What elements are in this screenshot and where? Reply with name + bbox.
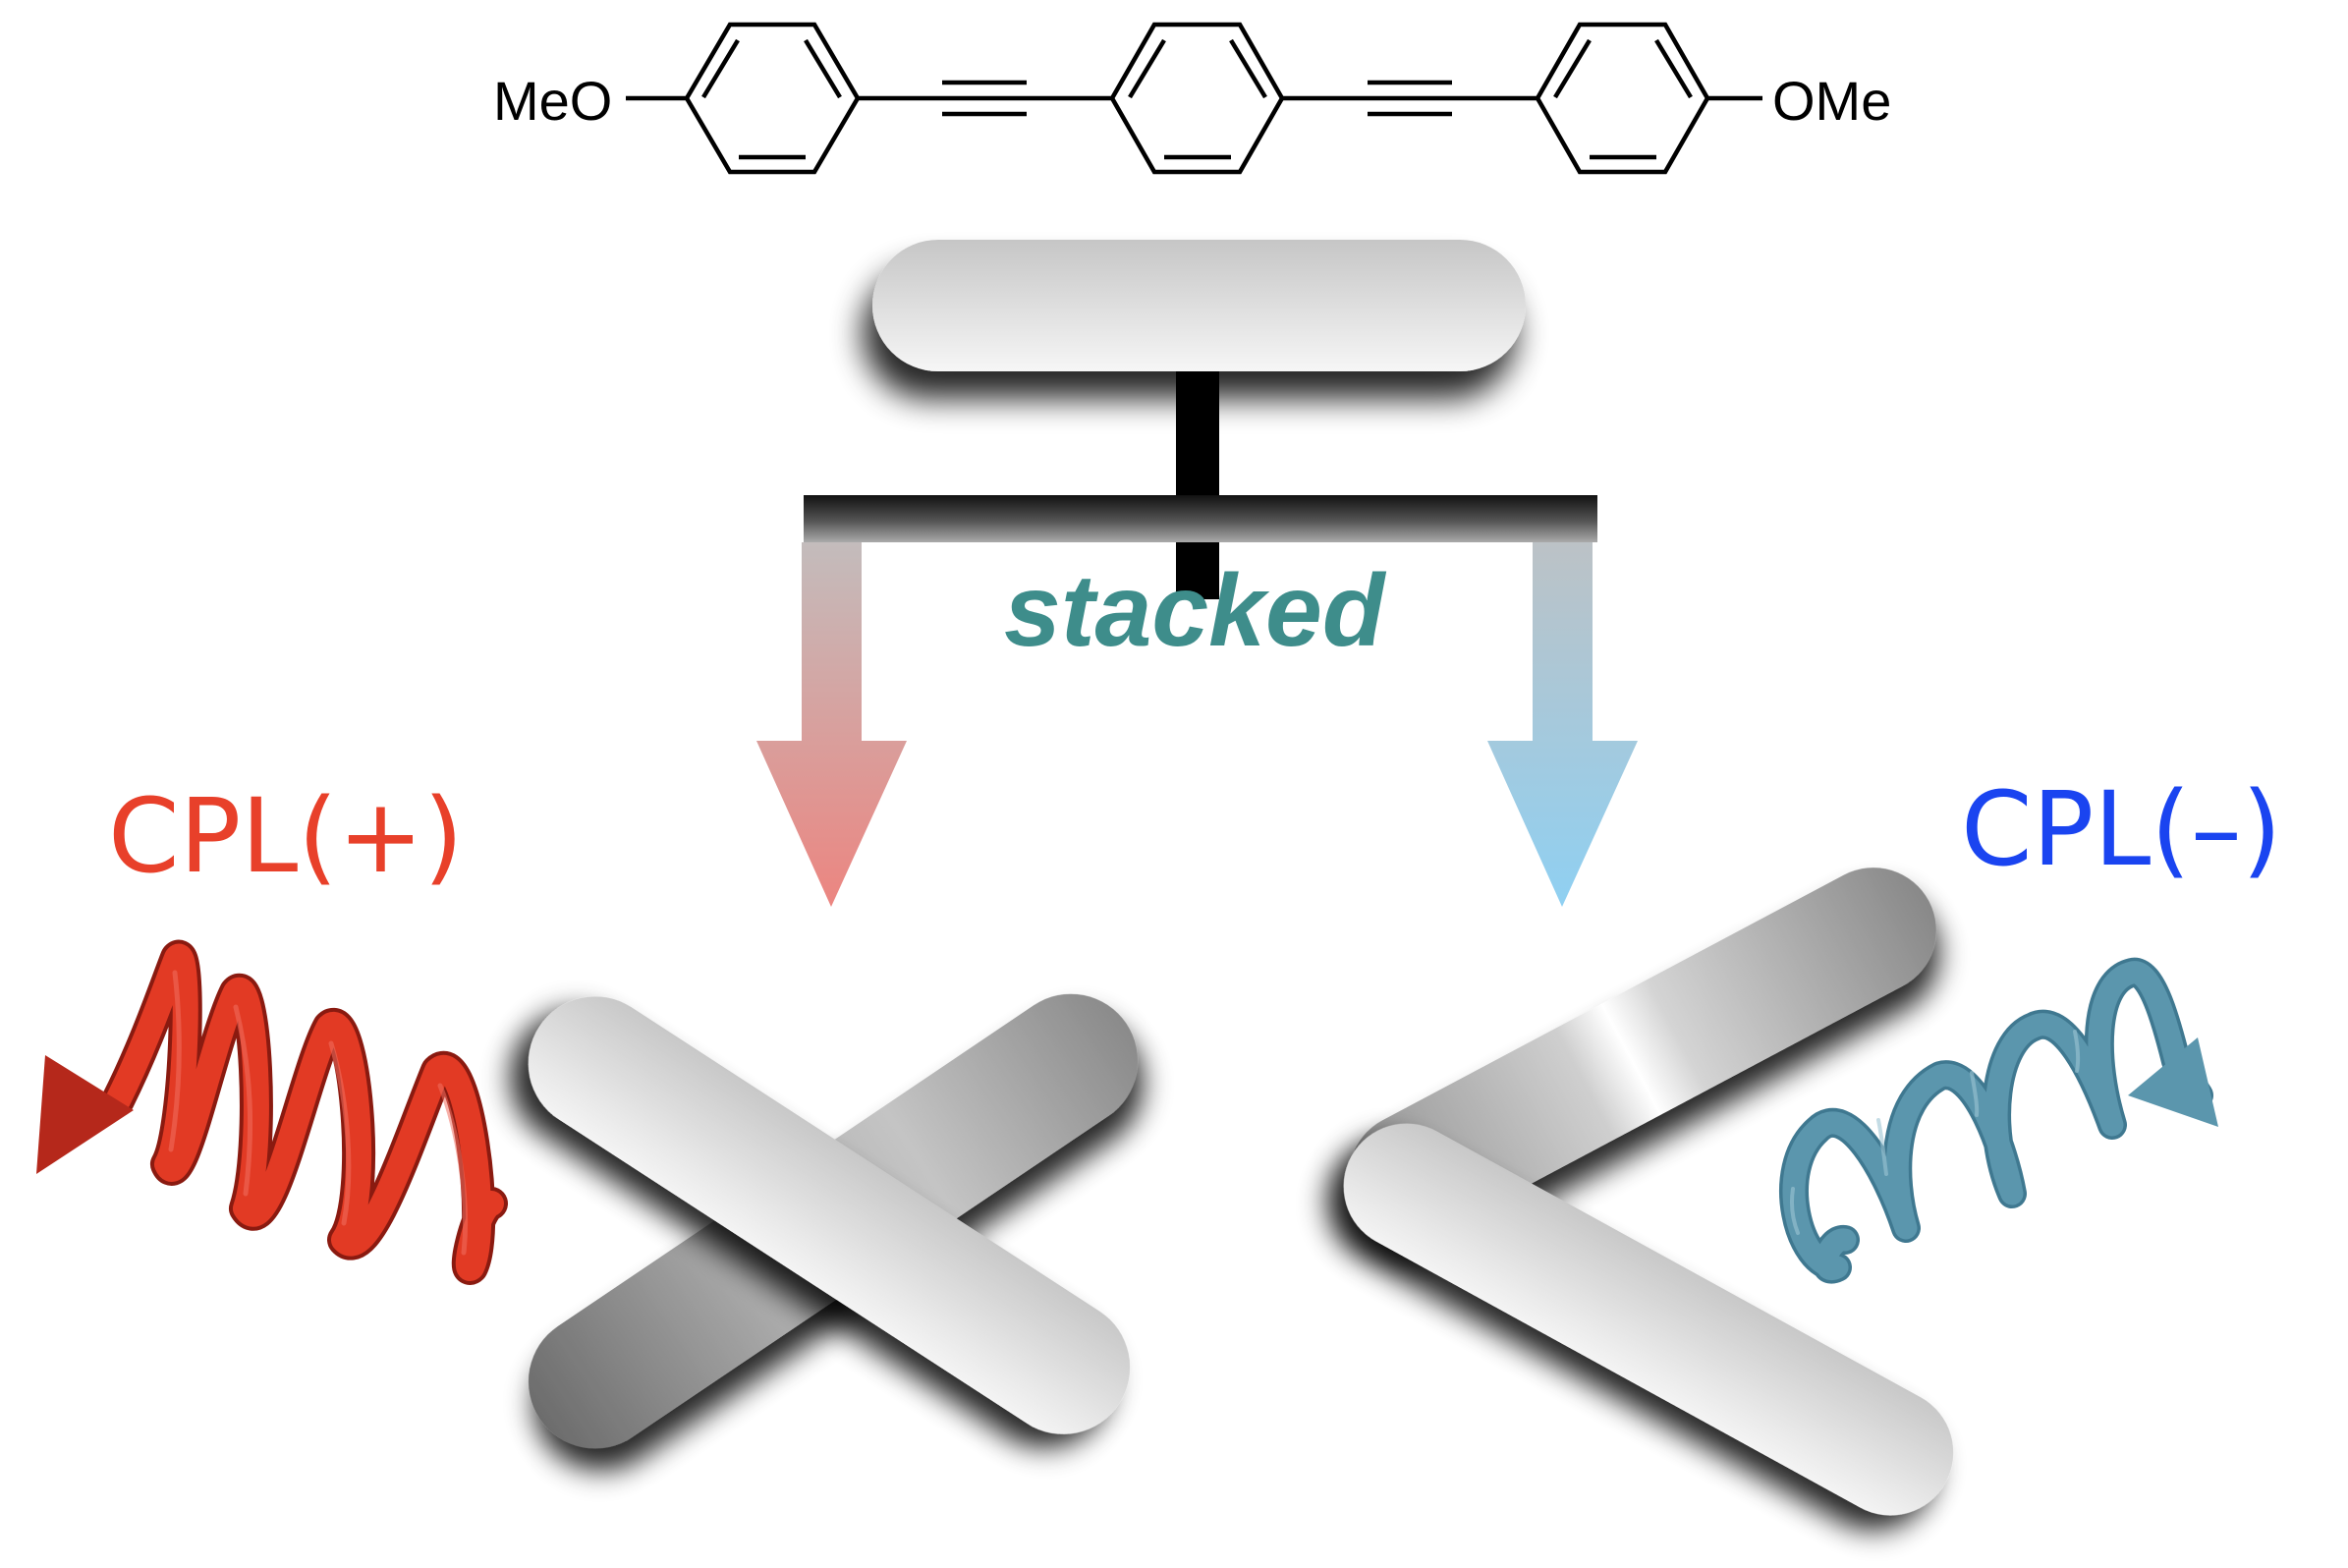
cpl-minus-label: CPL(–)	[1961, 769, 2281, 889]
methoxy-right-label: OMe	[1772, 70, 1891, 132]
v-rod-back	[1349, 868, 1936, 1239]
stacked-label: stacked	[1004, 554, 1387, 668]
alkyne-right	[1368, 80, 1452, 117]
blue-helix-icon	[1779, 957, 2218, 1284]
molecule-structure: MeO	[493, 22, 1891, 175]
monomer-rod	[872, 240, 1526, 371]
benzene-ring-left	[684, 22, 861, 175]
crossed-rod-front	[528, 996, 1131, 1434]
benzene-ring-right	[1535, 22, 1710, 175]
red-helix-icon	[36, 939, 508, 1285]
crossed-rods	[528, 993, 1139, 1449]
arrow-down-left	[756, 542, 907, 907]
v-shaped-rods	[1343, 868, 1954, 1516]
connector-bar	[804, 495, 1597, 542]
methoxy-left-label: MeO	[493, 70, 612, 132]
arrow-down-right	[1487, 542, 1638, 907]
benzene-ring-center	[1109, 22, 1285, 175]
connector-stem	[1176, 371, 1219, 599]
red-helix-arrowhead	[36, 1055, 134, 1174]
alkyne-left	[942, 80, 1027, 117]
v-rod-front	[1343, 1123, 1954, 1516]
blue-helix-arrowhead	[2128, 1037, 2218, 1127]
cpl-plus-label: CPL(+)	[108, 776, 464, 896]
